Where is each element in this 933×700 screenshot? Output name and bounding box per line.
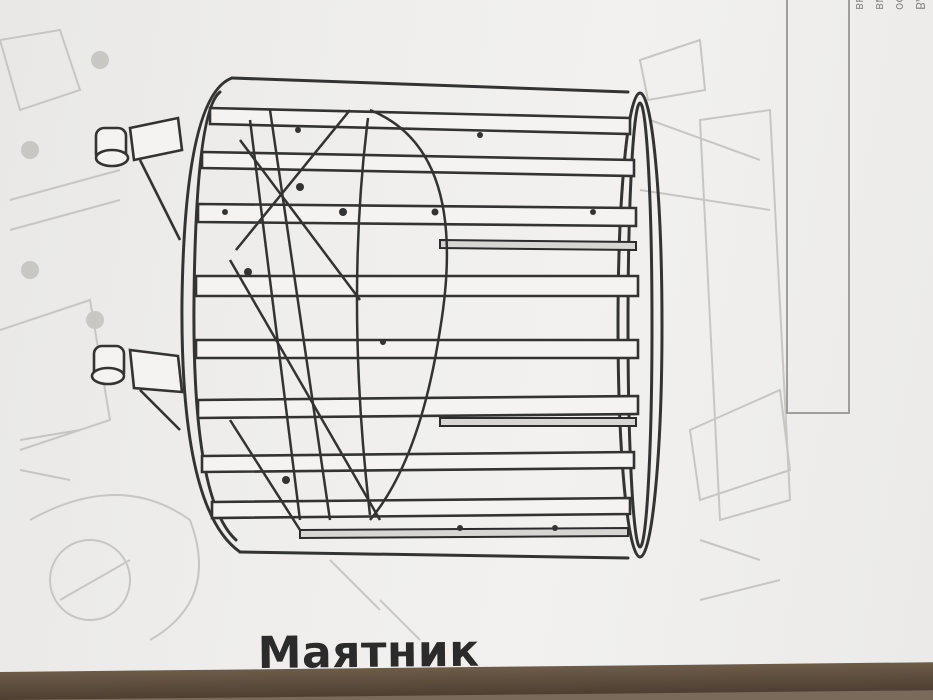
- cradle-ellipse: [369, 108, 449, 521]
- slats: [194, 106, 640, 520]
- caster-wheels: [90, 116, 184, 431]
- page-title: Маятник: [257, 625, 480, 679]
- right-ring-inner: [626, 101, 654, 549]
- left-ring: [180, 76, 242, 554]
- right-ring-outer: [616, 91, 664, 559]
- bleed-through-note-box: [786, 0, 850, 414]
